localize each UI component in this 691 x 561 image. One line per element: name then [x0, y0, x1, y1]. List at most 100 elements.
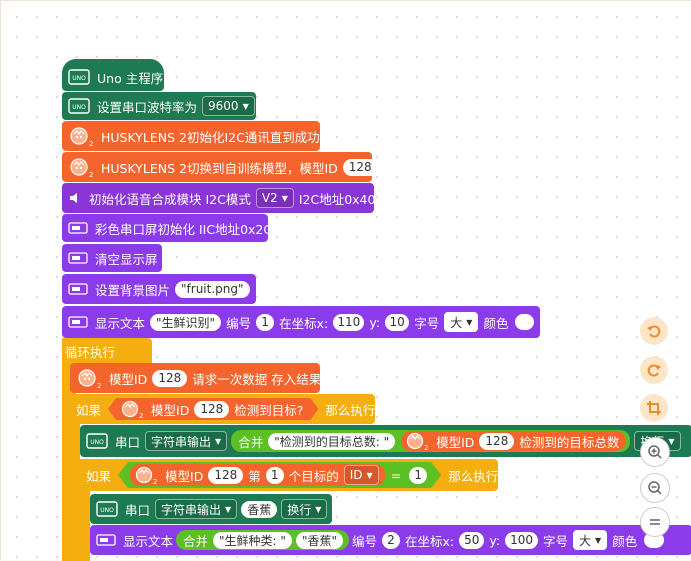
- display-text-input[interactable]: "生鲜识别": [150, 313, 222, 331]
- baud-rate-dropdown[interactable]: 9600▼: [202, 96, 255, 116]
- screen-init-label: 彩色串口屏初始化 IIC地址0x2C: [95, 221, 273, 237]
- svg-text:2: 2: [153, 478, 157, 485]
- huskylens-icon: 2: [120, 399, 144, 419]
- if-detected-block[interactable]: 如果 2 模型ID 128 检测到目标? 那么执行: [70, 394, 375, 424]
- number-input[interactable]: 2: [382, 531, 400, 549]
- zoom-out-button[interactable]: [640, 473, 670, 503]
- serial-baud-block[interactable]: UNO 设置串口波特率为 9600▼: [62, 92, 256, 120]
- baud-rate-value: 9600: [208, 99, 239, 113]
- position-y-label: y:: [489, 532, 501, 548]
- position-y-label: y:: [369, 314, 381, 330]
- voice-init-label: 初始化语音合成模块 I2C模式: [89, 191, 251, 207]
- main-program-label: Uno 主程序: [97, 70, 164, 86]
- huskylens-icon: 2: [76, 367, 102, 389]
- model-id-input[interactable]: 128: [479, 432, 515, 450]
- if-block-arm: [70, 394, 80, 561]
- screen-clear-block[interactable]: 清空显示屏: [62, 244, 162, 272]
- voice-mode-dropdown[interactable]: V2▼: [255, 188, 294, 208]
- huskylens-init-block[interactable]: 2 HUSKYLENS 2初始化I2C通讯直到成功: [62, 121, 320, 151]
- reset-zoom-icon: [650, 519, 660, 525]
- screen-icon: [68, 315, 88, 329]
- voice-init-block[interactable]: 初始化语音合成模块 I2C模式 V2▼ I2C地址0x40: [62, 183, 376, 213]
- uno-main-block[interactable]: UNO Uno 主程序: [62, 59, 164, 91]
- display-text-block-2[interactable]: 显示文本 合并 "生鲜种类: " "香蕉" 编号 2 在坐标x: 50 y: 1…: [90, 525, 691, 555]
- background-file-input[interactable]: "fruit.png": [175, 280, 250, 298]
- dropdown-arrow-icon: ▼: [242, 101, 249, 111]
- huskylens-switch-label: HUSKYLENS 2切换到自训练模型，模型ID: [101, 160, 338, 176]
- dropdown-arrow-icon: ▼: [315, 504, 322, 514]
- x-input[interactable]: 50: [459, 531, 485, 549]
- redo-button[interactable]: [640, 356, 668, 384]
- dropdown-arrow-icon: ▼: [225, 504, 232, 514]
- display-text-block[interactable]: 显示文本 "生鲜识别" 编号 1 在坐标x: 110 y: 10 字号 大▼ 颜…: [62, 306, 540, 338]
- uno-board-icon: UNO: [86, 433, 108, 449]
- model-id-input[interactable]: 128: [152, 369, 188, 387]
- detect-target-condition[interactable]: 2 模型ID 128 检测到目标?: [108, 398, 318, 420]
- join-text-input-2[interactable]: "香蕉": [295, 531, 343, 549]
- equals-condition[interactable]: 2 模型ID 128 第 1 个目标的 ID▼ = 1: [118, 462, 441, 488]
- target-label: 个目标的: [288, 468, 339, 484]
- position-x-label: 在坐标x:: [279, 315, 329, 331]
- serial-output-block[interactable]: UNO 串口 字符串输出▼ 合并 "检测到的目标总数: " 2 模型ID 128…: [80, 425, 691, 457]
- join-block[interactable]: 合并 "检测到的目标总数: " 2 模型ID 128 检测到的目标总数: [231, 430, 631, 452]
- huskylens-switch-model-block[interactable]: 2 HUSKYLENS 2切换到自训练模型，模型ID 128: [62, 152, 378, 182]
- model-id-input[interactable]: 128: [342, 158, 378, 176]
- target-field-block[interactable]: 2 模型ID 128 第 1 个目标的 ID▼: [130, 464, 385, 486]
- zoom-out-icon: [648, 481, 662, 495]
- svg-text:UNO: UNO: [100, 507, 114, 514]
- display-text-label: 显示文本: [123, 533, 174, 549]
- join-block[interactable]: 合并 "生鲜种类: " "香蕉": [176, 530, 349, 550]
- font-size-dropdown[interactable]: 大▼: [573, 530, 608, 550]
- newline-dropdown[interactable]: 换行▼: [281, 499, 328, 519]
- nth-input[interactable]: 1: [266, 467, 284, 484]
- model-id-input[interactable]: 128: [208, 467, 243, 484]
- dropdown-arrow-icon: ▼: [366, 470, 373, 480]
- output-mode-dropdown[interactable]: 字符串输出▼: [145, 431, 228, 451]
- screen-clear-label: 清空显示屏: [95, 251, 158, 267]
- zoom-in-button[interactable]: [640, 437, 670, 467]
- position-x-label: 在坐标x:: [405, 533, 455, 549]
- huskylens-icon: 2: [134, 465, 158, 485]
- join-text-input[interactable]: "检测到的目标总数: ": [268, 432, 396, 450]
- model-id-label: 模型ID: [109, 371, 148, 387]
- serial-text-input[interactable]: 香蕉: [241, 500, 278, 518]
- huskylens-icon: 2: [405, 431, 429, 451]
- x-input[interactable]: 110: [333, 313, 365, 331]
- output-mode-dropdown[interactable]: 字符串输出▼: [155, 499, 238, 519]
- reset-zoom-button[interactable]: [640, 507, 670, 537]
- model-id-input[interactable]: 128: [194, 401, 229, 418]
- newline-value: 换行: [287, 502, 312, 517]
- svg-text:UNO: UNO: [72, 75, 86, 82]
- field-dropdown[interactable]: ID▼: [344, 465, 379, 485]
- font-size-label: 字号: [543, 533, 569, 549]
- then-label: 那么执行: [448, 468, 499, 484]
- serial-baud-label: 设置串口波特率为: [97, 99, 198, 115]
- target-count-block[interactable]: 2 模型ID 128 检测到的目标总数: [401, 431, 627, 451]
- voice-addr-label: I2C地址0x40: [298, 191, 376, 207]
- font-size-label: 字号: [414, 315, 440, 331]
- detect-target-label: 检测到目标?: [234, 402, 304, 418]
- color-picker[interactable]: [515, 314, 534, 330]
- number-input[interactable]: 1: [256, 313, 275, 331]
- output-mode-value: 字符串输出: [161, 502, 222, 517]
- join-text-input[interactable]: "生鲜种类: ": [213, 531, 292, 549]
- undo-button[interactable]: [640, 317, 668, 345]
- svg-text:2: 2: [139, 412, 143, 419]
- svg-text:2: 2: [89, 140, 93, 147]
- serial-output-block-2[interactable]: UNO 串口 字符串输出▼ 香蕉 换行▼: [90, 494, 332, 524]
- if-target-id-block[interactable]: 如果 2 模型ID 128 第 1 个目标的 ID▼ = 1 那么执行: [80, 459, 498, 491]
- request-data-label: 请求一次数据 存入结果: [192, 371, 322, 387]
- font-size-dropdown[interactable]: 大▼: [444, 312, 479, 332]
- y-input[interactable]: 100: [505, 531, 538, 549]
- screen-init-block[interactable]: 彩色串口屏初始化 IIC地址0x2C: [62, 214, 272, 242]
- y-input[interactable]: 10: [385, 313, 410, 331]
- model-id-label: 模型ID: [436, 434, 475, 450]
- huskylens-request-block[interactable]: 2 模型ID 128 请求一次数据 存入结果: [70, 363, 322, 393]
- field-value: ID: [349, 468, 363, 482]
- crop-button[interactable]: [640, 394, 668, 422]
- svg-text:UNO: UNO: [90, 439, 104, 446]
- compare-value-input[interactable]: 1: [409, 467, 427, 484]
- set-background-block[interactable]: 设置背景图片 "fruit.png": [62, 274, 256, 304]
- uno-board-icon: UNO: [68, 98, 90, 114]
